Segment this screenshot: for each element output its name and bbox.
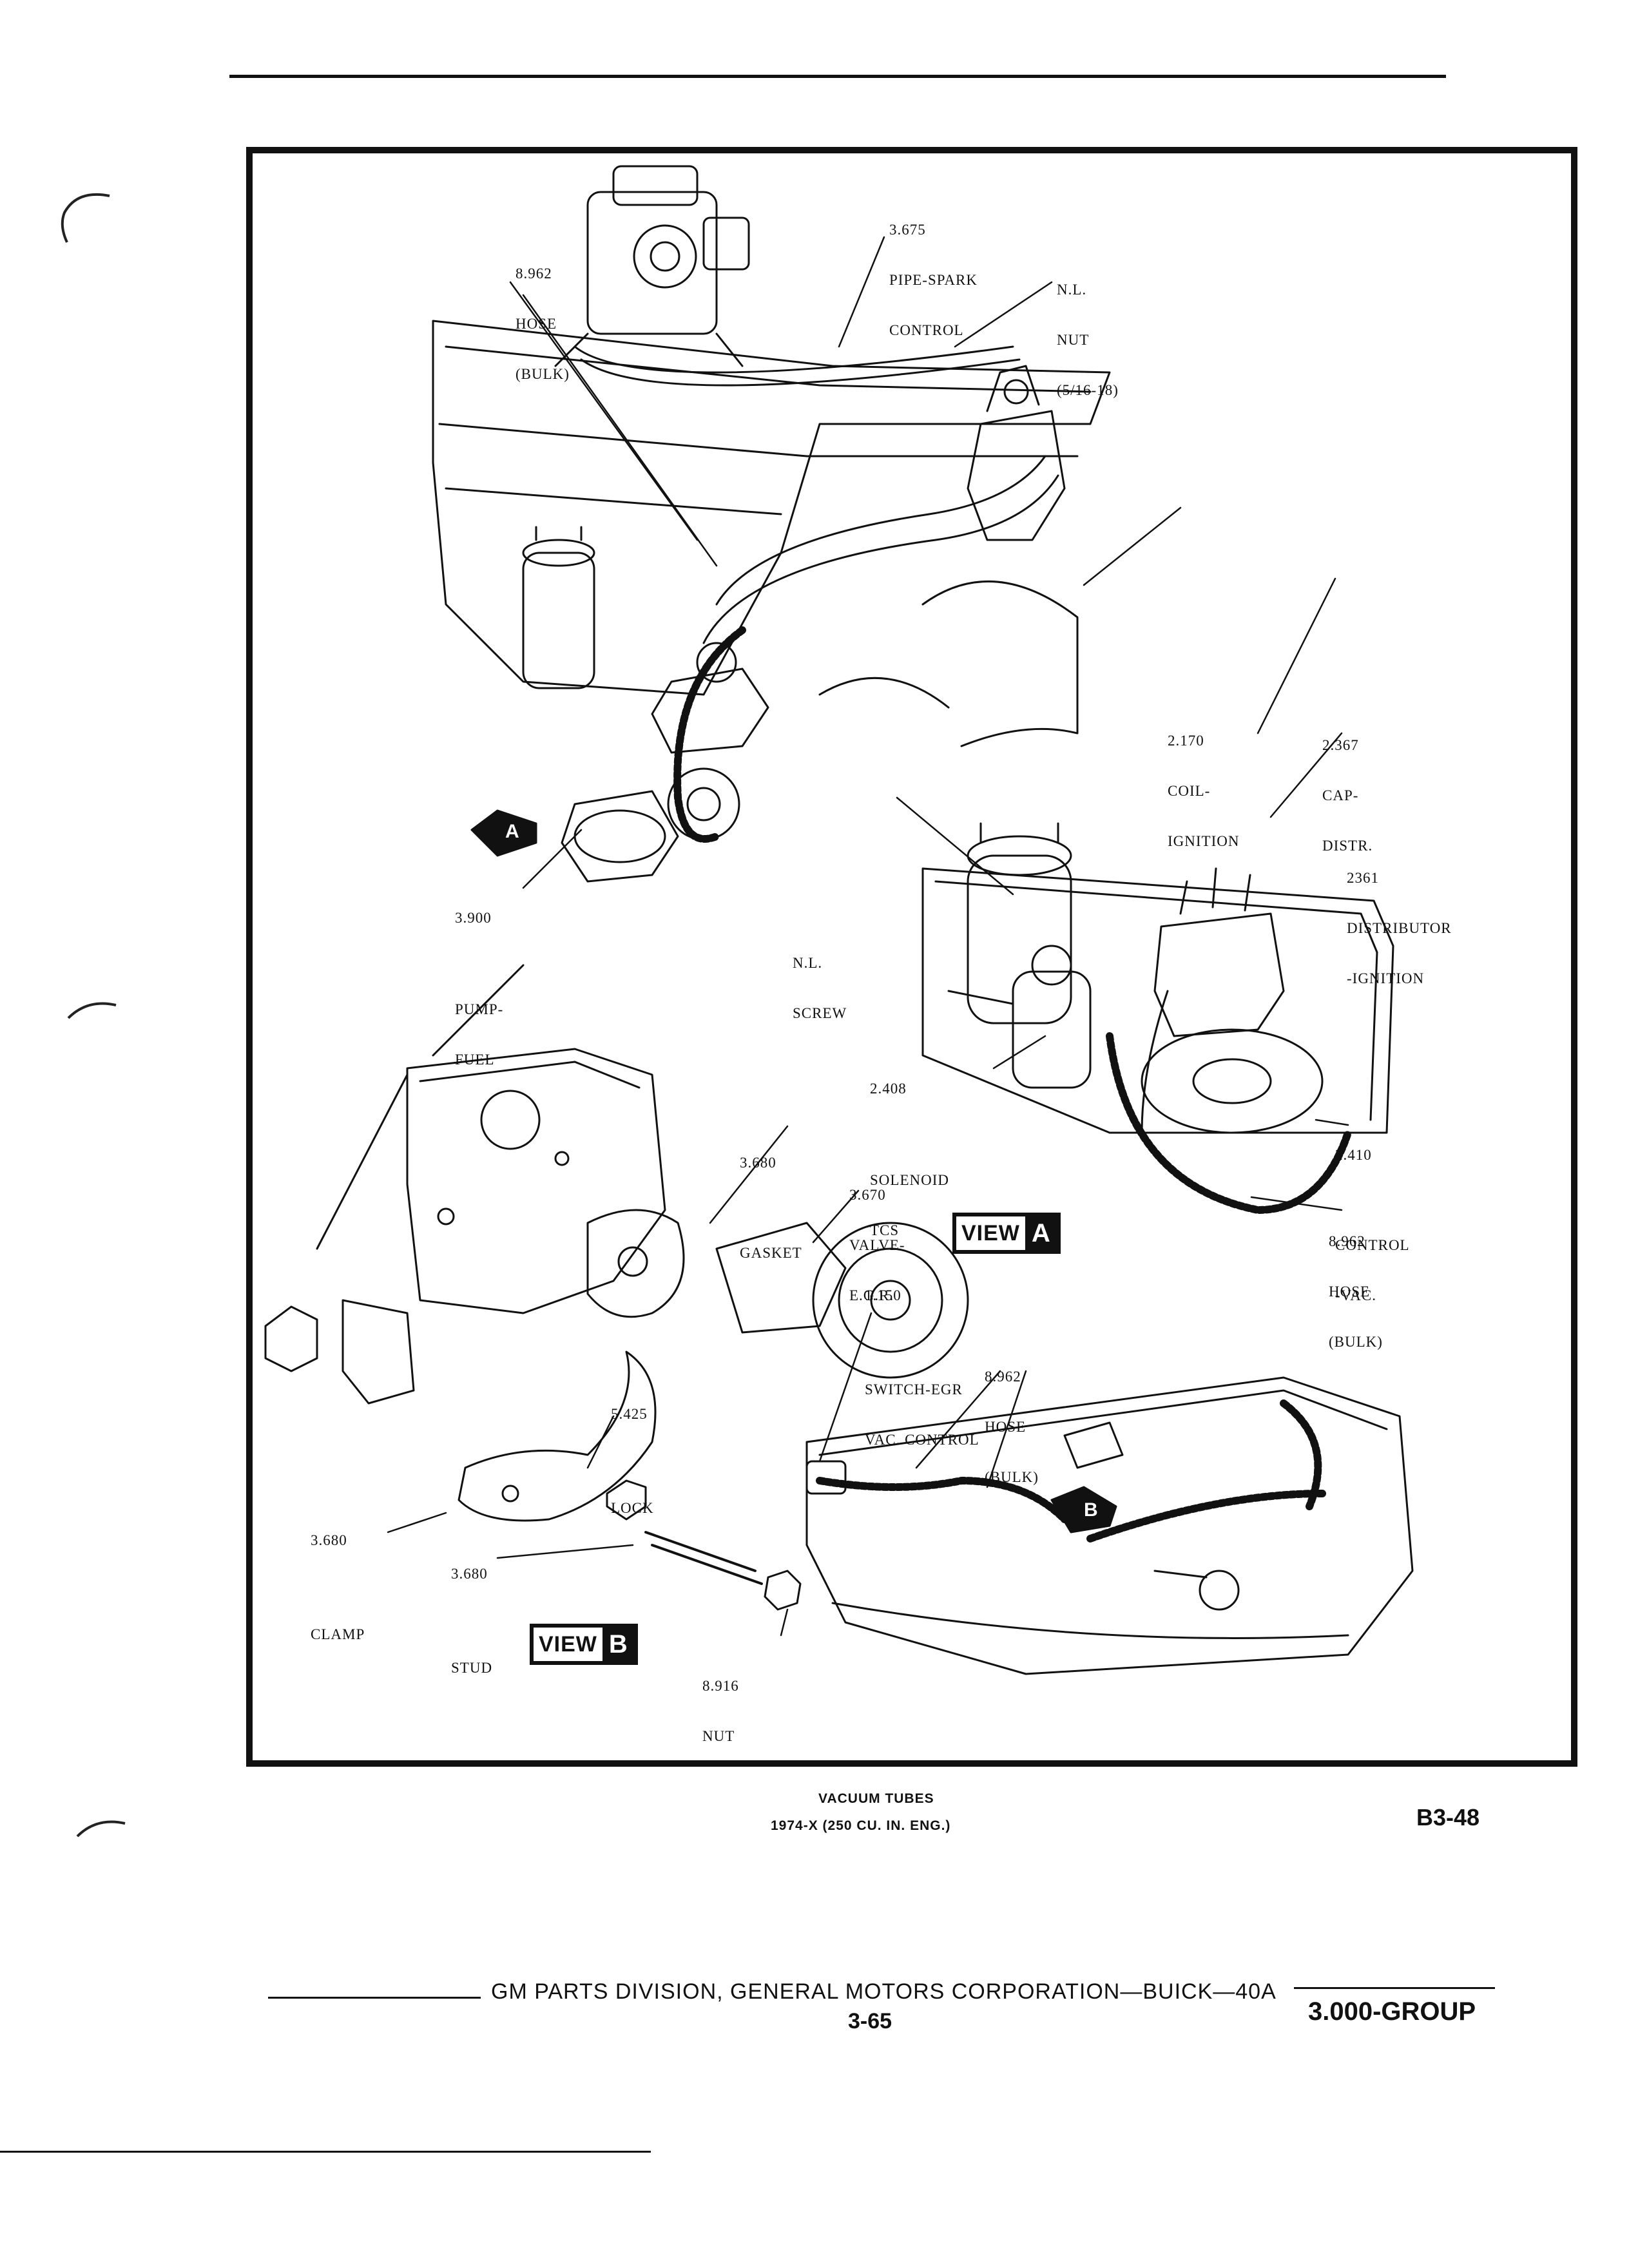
binder-hole-mark-1: [61, 193, 110, 243]
caption-subtitle: 1974-X (250 CU. IN. ENG.): [771, 1818, 951, 1833]
callout-hose-bulk-top: 8.962 HOSE (BULK): [516, 265, 570, 382]
marker-b-arrow: [1050, 1486, 1117, 1533]
footer-rule-left: [268, 1997, 481, 1999]
marker-a-arrow: [470, 809, 537, 857]
callout-hose-bulk-right: 8.962 HOSE (BULK): [1329, 1233, 1383, 1350]
callout-valve-egr: 3.670 VALVE- E.G.R.: [849, 1187, 905, 1303]
view-a-illustration: [921, 822, 1394, 1214]
callout-nut-bottom: 8.916 NUT: [702, 1678, 739, 1744]
callout-solenoid-tcs: 2.408 SOLENOID TCS: [870, 1081, 949, 1238]
engine-top-illustration: [432, 165, 1111, 883]
view-b-illustration: [805, 1376, 1414, 1675]
egr-valve-illustration: [264, 964, 969, 1611]
figure-number: B3-48: [1416, 1804, 1480, 1831]
callout-gasket: 3.680 GASKET: [740, 1155, 802, 1261]
figure-frame: [246, 147, 1577, 1767]
footer-page-number: 3-65: [848, 2009, 892, 2033]
callout-lock: 5.425 LOCK: [611, 1406, 654, 1516]
binder-hole-mark-3: [76, 1820, 126, 1838]
callout-nl-screw: N.L. SCREW: [793, 955, 847, 1021]
callout-pump-fuel: 3.900 PUMP- FUEL: [455, 910, 504, 1068]
callout-cap-distr: 2.367 CAP- DISTR.: [1322, 737, 1373, 854]
callout-hose-bulk-bottom: 8.962 HOSE (BULK): [985, 1369, 1039, 1485]
view-b-label: VIEW B: [530, 1624, 638, 1665]
caption-title: VACUUM TUBES: [818, 1791, 934, 1806]
footer-publisher: GM PARTS DIVISION, GENERAL MOTORS CORPOR…: [491, 1979, 1277, 2004]
header-rule: [229, 75, 1446, 78]
callout-control-vac: 2.410 CONTROL -VAC.: [1335, 1147, 1410, 1303]
binder-hole-mark-2: [67, 1002, 117, 1019]
marker-b-letter: B: [1084, 1499, 1098, 1521]
callout-pipe-spark-control: 3.675 PIPE-SPARK CONTROL: [889, 222, 978, 338]
leader-lines: [387, 236, 1349, 1637]
footer-group: 3.000-GROUP: [1308, 1997, 1476, 2026]
footer-rule-right: [1294, 1987, 1495, 1989]
callout-nut-top: N.L. NUT (5/16-18): [1057, 282, 1119, 398]
page-bottom-rule: [0, 2151, 651, 2153]
callout-stud: 3.680 STUD: [451, 1566, 493, 1676]
callout-coil-ignition: 2.170 COIL- IGNITION: [1168, 733, 1240, 849]
exploded-view-illustration: A B: [264, 165, 1414, 1675]
marker-a-letter: A: [505, 821, 519, 842]
callout-distributor-ignition: 2361 DISTRIBUTOR -IGNITION: [1347, 870, 1452, 986]
view-a-label: VIEW A: [952, 1213, 1061, 1254]
callout-switch-egr-vac-control: 1.150 SWITCH-EGR VAC. CONTROL: [865, 1287, 979, 1448]
callout-clamp: 3.680 CLAMP: [311, 1532, 365, 1642]
